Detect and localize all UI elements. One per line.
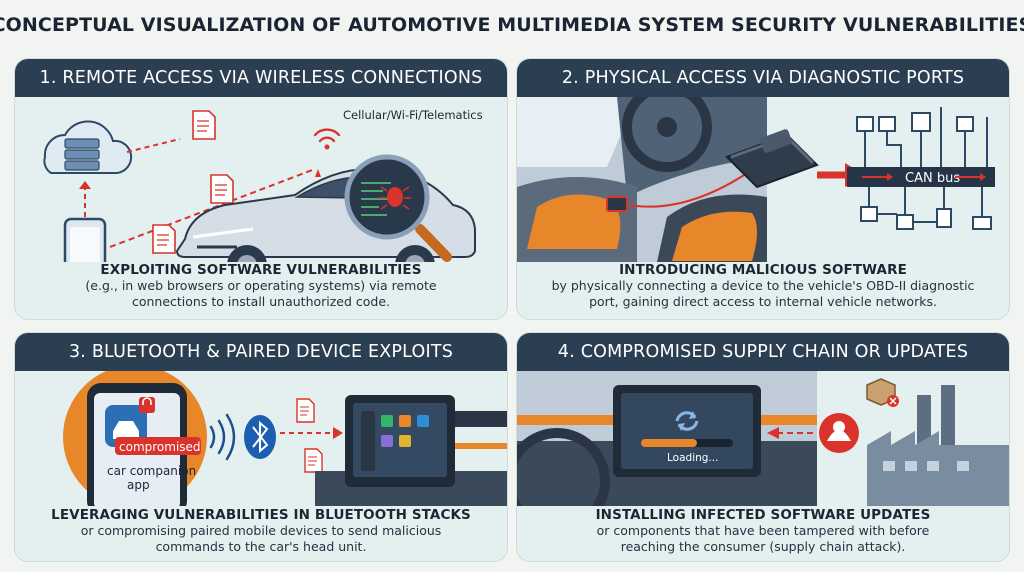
panel-illustration: Cellular/Wi-Fi/Telematics [15,97,507,291]
wifi-signal-icon [313,128,341,150]
app-label: car companion [107,464,196,478]
panel-caption: EXPLOITING SOFTWARE VULNERABILITIES (e.g… [23,262,499,309]
caption-line: (e.g., in web browsers or operating syst… [85,278,437,294]
panel-caption: LEVERAGING VULNERABILITIES IN BLUETOOTH … [23,507,499,554]
panel-heading: 1. REMOTE ACCESS VIA WIRELESS CONNECTION… [15,59,507,97]
circuit-icon: CAN bus [847,107,995,230]
caption-line: by physically connecting a device to the… [551,278,975,294]
compromised-badge [115,437,201,455]
refresh-icon [675,411,699,431]
progress-fill [641,439,697,447]
panel-caption: INSTALLING INFECTED SOFTWARE UPDATES or … [525,507,1001,554]
panel-illustration: compromised car companion app [15,365,507,515]
cloud-server-icon [43,120,133,174]
panel-caption: INTRODUCING MALICIOUS SOFTWARE by physic… [525,262,1001,309]
bug-icon [379,186,411,210]
caption-title: INSTALLING INFECTED SOFTWARE UPDATES [595,507,931,523]
caption-line: port, gaining direct access to internal … [589,293,937,309]
caption-line: commands to the car's head unit. [155,538,367,554]
panel-heading: 3. BLUETOOTH & PAIRED DEVICE EXPLOITS [15,333,507,371]
head-unit-icon [315,395,507,506]
caption-line: connections to install unauthorized code… [131,293,391,309]
caption-title: INTRODUCING MALICIOUS SOFTWARE [619,262,907,278]
caption-title: EXPLOITING SOFTWARE VULNERABILITIES [100,262,422,278]
panel-heading: 4. COMPROMISED SUPPLY CHAIN OR UPDATES [517,333,1009,371]
app-label: app [127,478,150,492]
caption-title: LEVERAGING VULNERABILITIES IN BLUETOOTH … [51,507,471,523]
can-bus-label: CAN bus [905,171,960,186]
panel-bluetooth: 3. BLUETOOTH & PAIRED DEVICE EXPLOITS co… [14,332,508,562]
connection-label: Cellular/Wi-Fi/Telematics [343,108,483,122]
lock-icon [139,397,155,413]
bluetooth-icon [244,415,276,459]
sound-waves-icon [209,413,236,461]
panel-remote-access: 1. REMOTE ACCESS VIA WIRELESS CONNECTION… [14,58,508,320]
package-icon [866,378,899,407]
badge-text: compromised [119,440,201,454]
loading-label: Loading... [667,452,718,464]
panel-illustration: CAN bus [517,82,1009,262]
magnifier-icon [344,154,452,262]
panel-heading: 2. PHYSICAL ACCESS VIA DIAGNOSTIC PORTS [517,59,1009,97]
panel-supply-chain: 4. COMPROMISED SUPPLY CHAIN OR UPDATES L… [516,332,1010,562]
smartphone-icon [63,217,107,291]
caption-line: reaching the consumer (supply chain atta… [620,538,906,554]
panel-physical-access: 2. PHYSICAL ACCESS VIA DIAGNOSTIC PORTS [516,58,1010,320]
obd-connector-icon [725,129,819,189]
hacker-icon [819,413,859,453]
page-title: CONCEPTUAL VISUALIZATION OF AUTOMOTIVE M… [0,14,1024,36]
factory-icon [867,385,1009,506]
caption-line: or compromising paired mobile devices to… [80,523,442,539]
document-icon [152,110,234,254]
caption-line: or components that have been tampered wi… [596,523,930,539]
panel-illustration: Loading... [517,371,1009,534]
